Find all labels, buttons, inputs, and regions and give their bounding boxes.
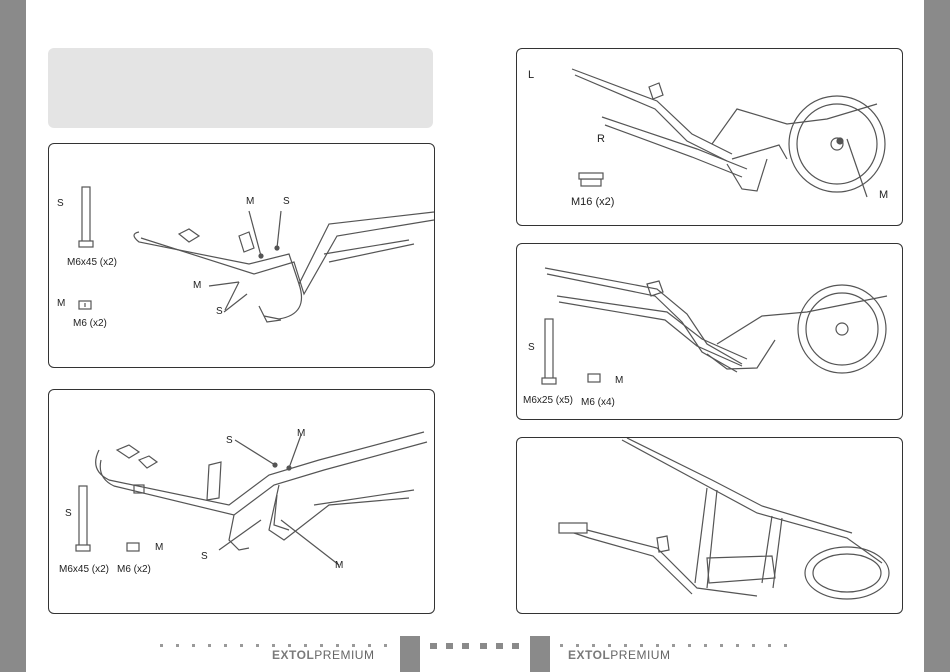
nut-spec-label: M6 (x2) <box>117 564 151 575</box>
nut-spec-label: M6 (x2) <box>73 318 107 329</box>
left-page-edge <box>0 0 26 672</box>
footer-squares <box>430 643 520 649</box>
right-page-edge <box>924 0 950 672</box>
page-footer: EXTOLPREMIUM EXTOLPREMIUM <box>0 632 950 672</box>
callout-m-bottom: M <box>193 280 201 291</box>
callout-s-top: S <box>283 196 290 207</box>
nut-spec-label: M6 (x4) <box>581 397 615 408</box>
nut-spec-label: M16 (x2) <box>571 196 614 208</box>
callout-m: M <box>879 189 888 201</box>
callout-s-top: S <box>226 435 233 446</box>
bolt-spec-label: M6x25 (x5) <box>523 395 573 406</box>
callout-m-top: M <box>246 196 254 207</box>
footer-center-block-left <box>400 636 420 672</box>
header-placeholder-box <box>48 48 433 128</box>
left-handle-label: L <box>528 69 534 81</box>
wheelbarrow-diagram-4 <box>517 244 902 419</box>
footer-center-block-right <box>530 636 550 672</box>
assembly-step-panel-3: L R M16 (x2) M <box>516 48 903 226</box>
assembly-step-panel-5 <box>516 437 903 614</box>
bolt-callout-s: S <box>65 508 72 519</box>
right-handle-label: R <box>597 133 605 145</box>
nut-callout-m: M <box>615 375 623 386</box>
bolt-callout-s: S <box>57 198 64 209</box>
assembly-step-panel-1: S M6x45 (x2) M M6 (x2) M S M S <box>48 143 435 368</box>
nut-callout-m: M <box>57 298 65 309</box>
callout-s-bottom: S <box>201 551 208 562</box>
brand-logo-right: EXTOLPREMIUM <box>568 648 670 662</box>
bolt-spec-label: M6x45 (x2) <box>67 257 117 268</box>
callout-s-bottom: S <box>216 306 223 317</box>
nut-callout-m: M <box>155 542 163 553</box>
wheelbarrow-diagram-5 <box>517 438 902 613</box>
assembly-step-panel-4: S M6x25 (x5) M6 (x4) M <box>516 243 903 420</box>
frame-diagram-2 <box>49 390 434 613</box>
bolt-spec-label: M6x45 (x2) <box>59 564 109 575</box>
callout-m-bottom: M <box>335 560 343 571</box>
callout-m-top: M <box>297 428 305 439</box>
assembly-step-panel-2: S M S S M M6x45 (x2) M6 (x2) M <box>48 389 435 614</box>
brand-logo-left: EXTOLPREMIUM <box>272 648 374 662</box>
bolt-callout-s: S <box>528 342 535 353</box>
frame-diagram-1 <box>49 144 434 367</box>
